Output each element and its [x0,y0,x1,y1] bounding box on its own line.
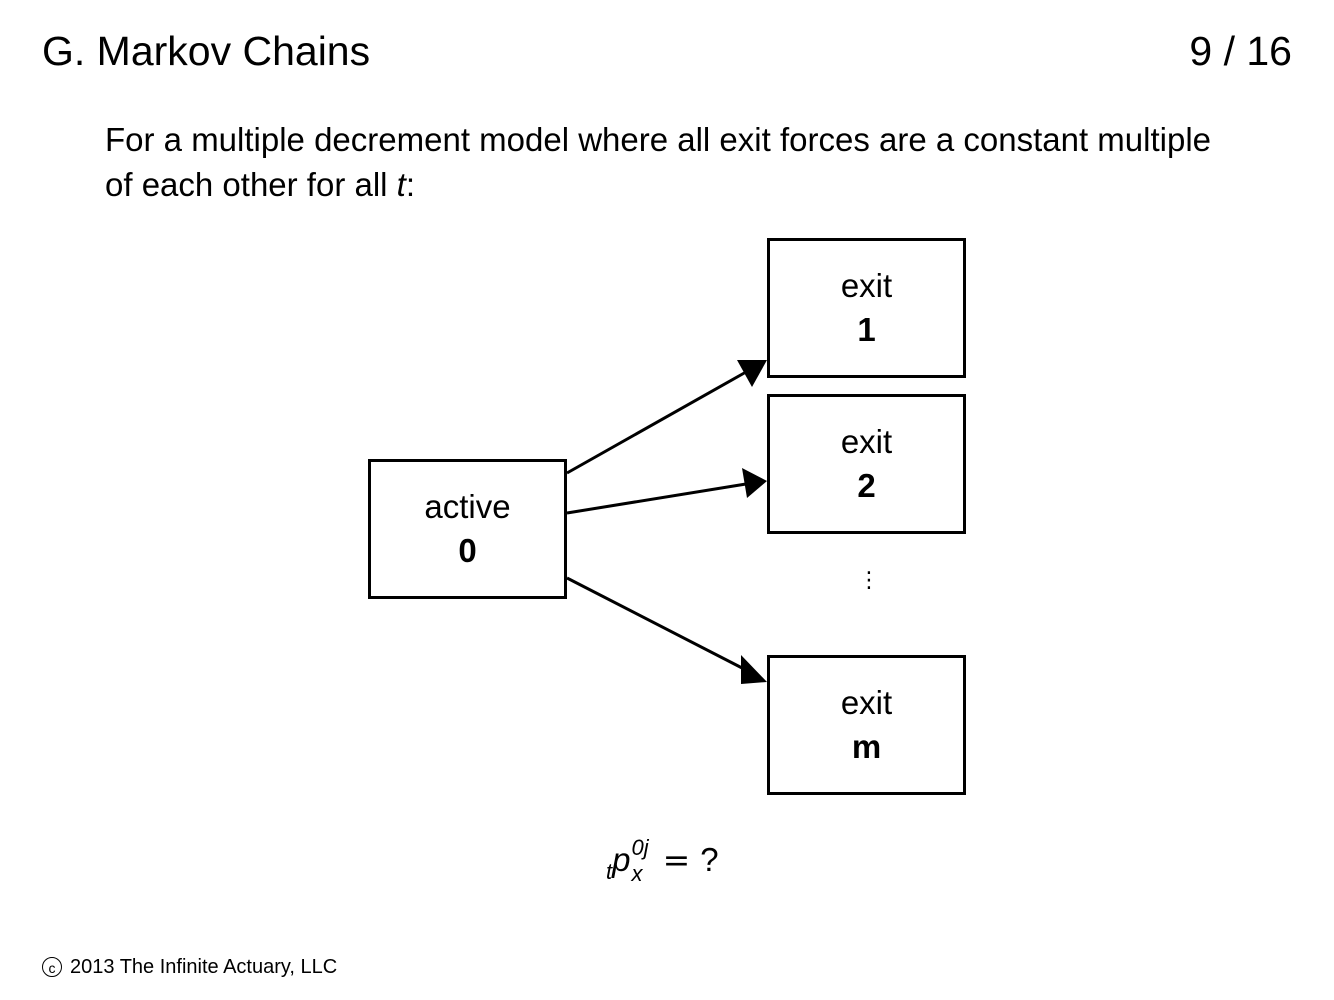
state-exit-1-label: exit [840,267,893,304]
intro-suffix: : [405,166,416,203]
vertical-ellipsis: ⋮ [858,567,880,592]
state-exit-1-id: 1 [857,311,876,348]
formula-rhs: ? [700,841,719,878]
intro-body: For a multiple decrement model where all… [105,121,1211,203]
formula-symbol: p [612,841,631,878]
footer-text: 2013 The Infinite Actuary, LLC [70,956,338,978]
arrow-to-exit-1 [566,360,767,475]
formula-superscript: 0j [631,835,649,860]
state-exit-m: exit m [767,655,966,795]
state-exit-2: exit 2 [767,394,966,534]
state-exit-1: exit 1 [767,238,966,378]
copyright-icon: c [42,957,62,977]
state-exit-m-label: exit [840,684,893,721]
state-active: active 0 [368,459,567,599]
intro-text: For a multiple decrement model where all… [105,117,1225,207]
arrow-to-exit-2 [566,468,767,515]
formula-equals: = [662,840,691,879]
state-exit-m-id: m [851,728,882,765]
intro-variable: t [396,166,406,203]
footer: c 2013 The Infinite Actuary, LLC [42,954,337,980]
state-exit-2-label: exit [840,423,893,460]
page-number: 9 / 16 [1189,28,1292,74]
formula-subscript: x [631,861,643,886]
state-active-label: active [424,488,511,525]
arrow-to-exit-m [566,576,767,684]
state-exit-2-id: 2 [857,467,876,504]
formula-pre-subscript: t [606,859,613,884]
slide-title: G. Markov Chains [42,28,371,74]
state-active-id: 0 [458,532,477,569]
